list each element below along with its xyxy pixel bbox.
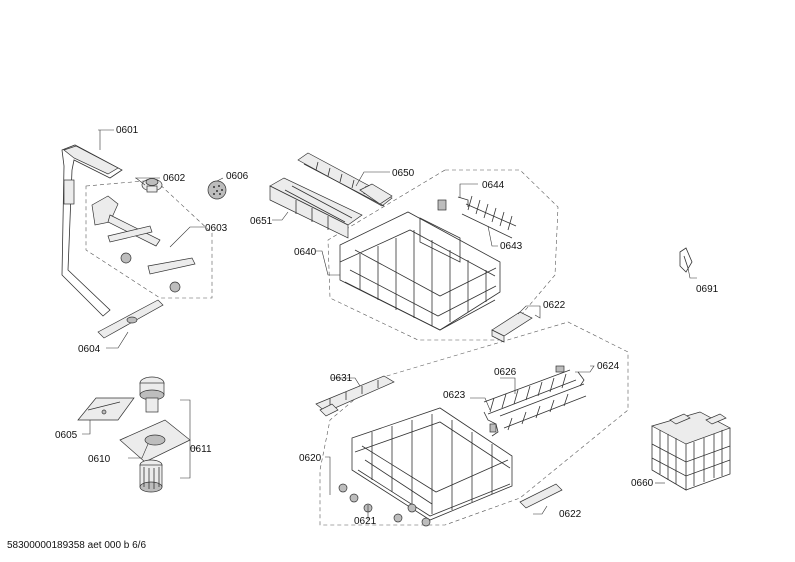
- coupling-part: [141, 178, 163, 193]
- lower-spray-arm-part: [97, 299, 164, 339]
- callout-0624: 0624: [597, 361, 620, 372]
- callout-0640: 0640: [294, 247, 317, 258]
- cutlery-basket-part: [651, 411, 731, 491]
- lower-basket-part: [351, 407, 513, 521]
- lower-tray-insert-part: [315, 375, 395, 417]
- callout-0650: 0650: [392, 168, 415, 179]
- leader-lines: [82, 129, 697, 520]
- callout-0611: 0611: [190, 444, 212, 455]
- document-id-footer: 58300000189358 aet 000 b 6/6: [7, 540, 147, 551]
- basket-wheel-part: [338, 483, 431, 527]
- spray-arm-group-outline: [85, 179, 213, 299]
- callout-0644: 0644: [482, 180, 505, 191]
- callout-0622-upper: 0622: [543, 300, 566, 311]
- lower-clip-part: [483, 411, 499, 437]
- callout-0601: 0601: [116, 125, 139, 136]
- lower-rack-insert-part: [483, 369, 587, 431]
- callout-0602: 0602: [163, 173, 186, 184]
- micro-filter-part: [139, 459, 163, 493]
- upper-basket-part: [339, 211, 501, 331]
- callout-labels: 0601 0602 0603 0604 0605 0606 0610 0611 …: [55, 125, 719, 527]
- upper-spray-arm-part: [91, 195, 196, 293]
- callout-0620: 0620: [299, 453, 322, 464]
- side-clip-part: [679, 247, 693, 273]
- callout-0631: 0631: [330, 373, 353, 384]
- lower-holder-part: [555, 365, 585, 387]
- callout-0604: 0604: [78, 344, 101, 355]
- callout-0603: 0603: [205, 223, 228, 234]
- callout-0643: 0643: [500, 241, 523, 252]
- coarse-filter-part: [139, 376, 165, 413]
- callout-0622-lower: 0622: [559, 509, 582, 520]
- water-pipe-part: [61, 144, 123, 317]
- callout-0660: 0660: [631, 478, 654, 489]
- top-cutlery-tray-part: [297, 152, 393, 207]
- lower-cover-part: [519, 483, 563, 509]
- callout-0651: 0651: [250, 216, 273, 227]
- callout-0621: 0621: [354, 516, 377, 527]
- callout-0626: 0626: [494, 367, 517, 378]
- lower-basket-group-outline: [319, 321, 629, 526]
- callout-0606: 0606: [226, 171, 249, 182]
- upper-clip-part: [437, 196, 469, 211]
- drain-cover-part: [77, 397, 135, 421]
- cutlery-tray-part: [269, 177, 363, 239]
- fine-filter-part: [119, 419, 191, 463]
- callout-0691: 0691: [696, 284, 719, 295]
- callout-0610: 0610: [88, 454, 111, 465]
- upper-cover-part: [491, 311, 533, 343]
- filter-disc-part: [207, 180, 227, 200]
- upper-rack-insert-part: [461, 195, 517, 239]
- callout-0605: 0605: [55, 430, 78, 441]
- callout-0623: 0623: [443, 390, 466, 401]
